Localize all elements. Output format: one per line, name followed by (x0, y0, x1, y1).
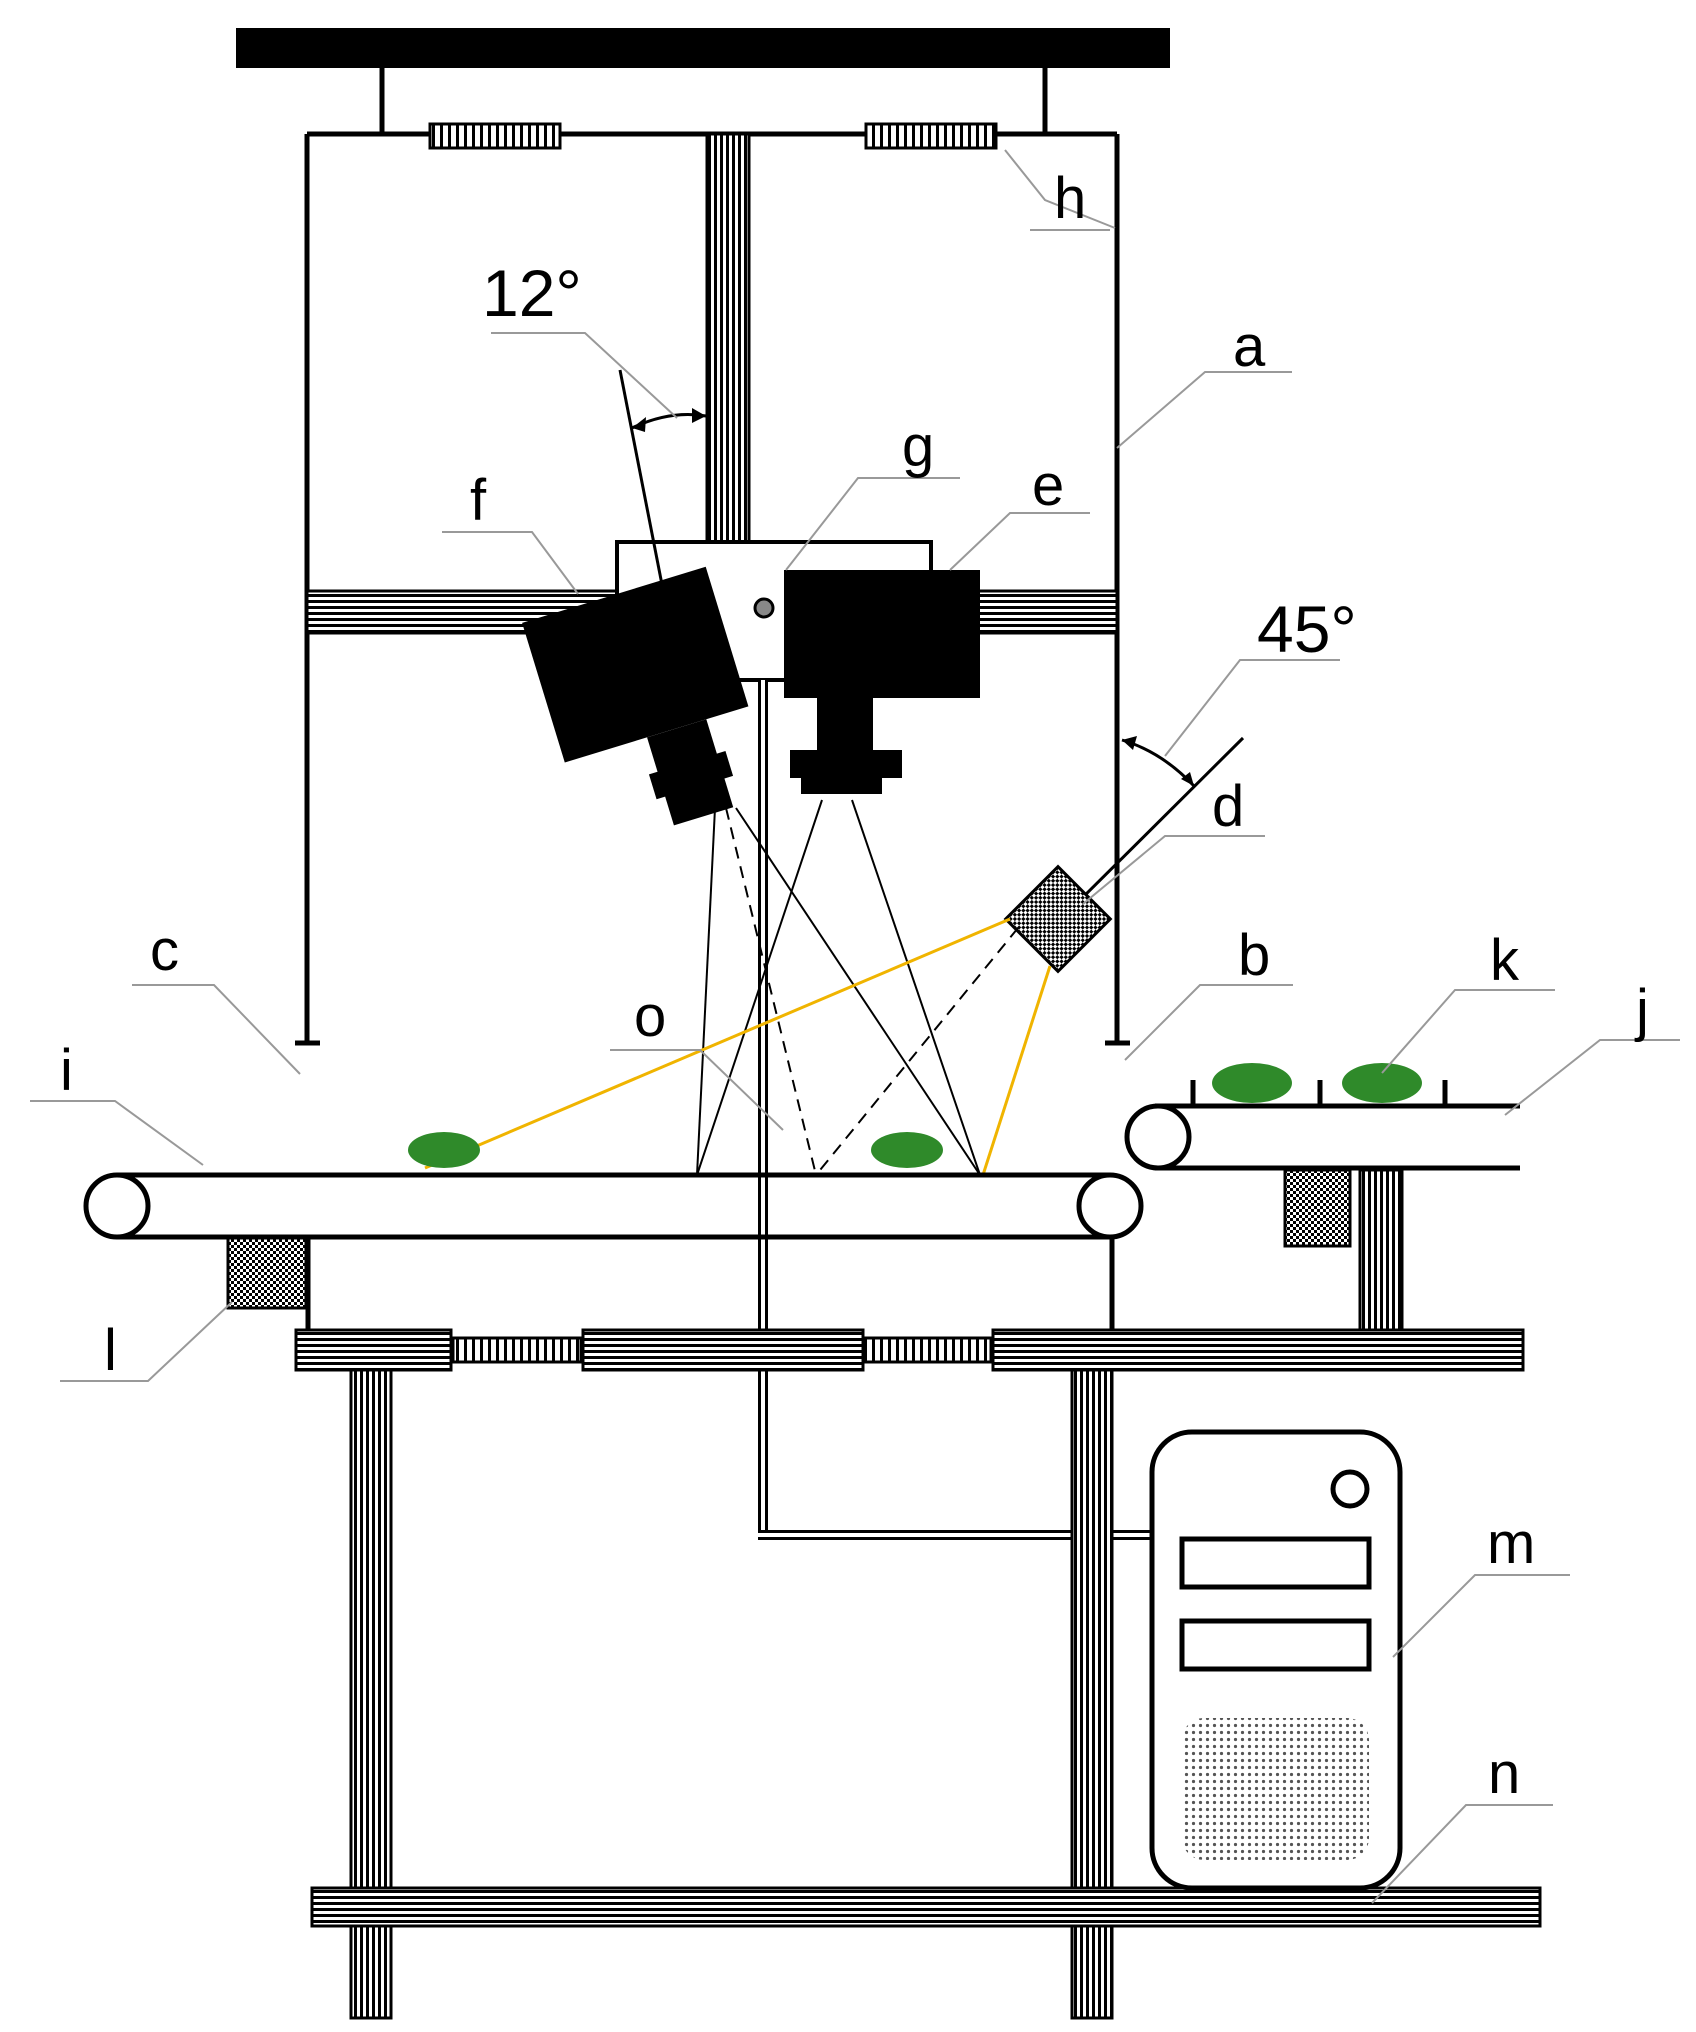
conveyor-roller-left (83, 1172, 151, 1240)
label-g: g (902, 414, 934, 479)
label-a: a (1233, 314, 1266, 379)
leader-e (949, 512, 1090, 571)
under-light-left (451, 1336, 583, 1364)
top-light-bar-left (428, 122, 562, 150)
leader-g (785, 477, 960, 571)
leader-n (1371, 1804, 1553, 1904)
conveyor-roller-right (1076, 1172, 1144, 1240)
drive-bay-1 (1179, 1536, 1372, 1590)
output-conveyor-roller (1124, 1103, 1192, 1171)
label-d: d (1212, 774, 1244, 839)
fov-vertical-right (851, 799, 981, 1176)
fov-vertical-left (696, 799, 823, 1176)
power-button (1330, 1469, 1370, 1509)
leader-k (1381, 989, 1555, 1074)
leader-f (442, 531, 579, 595)
label-n: n (1488, 1741, 1520, 1806)
leader-j (1504, 1039, 1680, 1116)
label-b: b (1238, 923, 1270, 988)
fov-tilted-center (725, 807, 817, 1176)
drive-bay-2 (1179, 1618, 1372, 1672)
bottom-shelf (310, 1886, 1542, 1928)
leader-h (1004, 149, 1116, 229)
sorted-sample-1 (1212, 1063, 1292, 1103)
camera-axis-line (618, 369, 667, 601)
label-i: i (60, 1038, 73, 1103)
arc45-arrow-bottom (1181, 772, 1194, 786)
leader-m (1392, 1574, 1570, 1658)
label-k: k (1490, 928, 1520, 993)
label-f: f (470, 468, 487, 533)
light-source (1003, 864, 1113, 974)
table-top-left (294, 1328, 453, 1372)
label-m: m (1487, 1511, 1535, 1576)
sample-left (408, 1132, 480, 1168)
fov-tilted-left (696, 807, 716, 1176)
light-reflection-dashed (815, 927, 1019, 1176)
ceiling-mount-plate (236, 28, 1170, 68)
leader-a (1116, 371, 1292, 449)
top-light-bar-right (864, 122, 998, 150)
pivot-screw (753, 597, 775, 619)
label-j: j (1634, 978, 1649, 1043)
leader-i (30, 1100, 204, 1166)
under-light-right (861, 1336, 993, 1364)
table-top-right (991, 1328, 1525, 1372)
leader-o (610, 1049, 784, 1131)
label-e: e (1032, 453, 1064, 518)
light-ray-left (424, 917, 1011, 1170)
label-angle-45: 45° (1257, 592, 1357, 666)
label-angle-12: 12° (482, 256, 582, 330)
vertical-camera (784, 570, 980, 794)
sorted-sample-2 (1342, 1063, 1422, 1103)
fov-tilted-right (735, 807, 981, 1176)
leader-c (132, 984, 301, 1075)
arc-arrow-left (632, 417, 646, 432)
leader-12 (491, 332, 678, 419)
leader-d (1082, 835, 1265, 905)
tilted-camera (522, 566, 749, 826)
arc-arrow-right (692, 408, 706, 423)
table-top-middle (581, 1328, 865, 1372)
output-conveyor-leg (1358, 1168, 1404, 1334)
leader-b (1124, 984, 1293, 1061)
leader-45 (1164, 659, 1340, 757)
label-l: l (104, 1318, 117, 1383)
main-drive-motor (226, 1236, 308, 1310)
central-post (705, 132, 751, 546)
output-drive-motor (1283, 1168, 1352, 1248)
light-ray-right (981, 965, 1052, 1176)
label-c: c (150, 918, 179, 983)
ventilation-grille (1182, 1718, 1369, 1860)
leader-lines (30, 149, 1680, 1904)
label-o: o (634, 984, 666, 1049)
light-axis-line (1060, 736, 1245, 920)
label-h: h (1054, 166, 1086, 231)
sample-center (871, 1132, 943, 1168)
leader-l (60, 1301, 233, 1382)
arc45-arrow-top (1122, 736, 1137, 750)
